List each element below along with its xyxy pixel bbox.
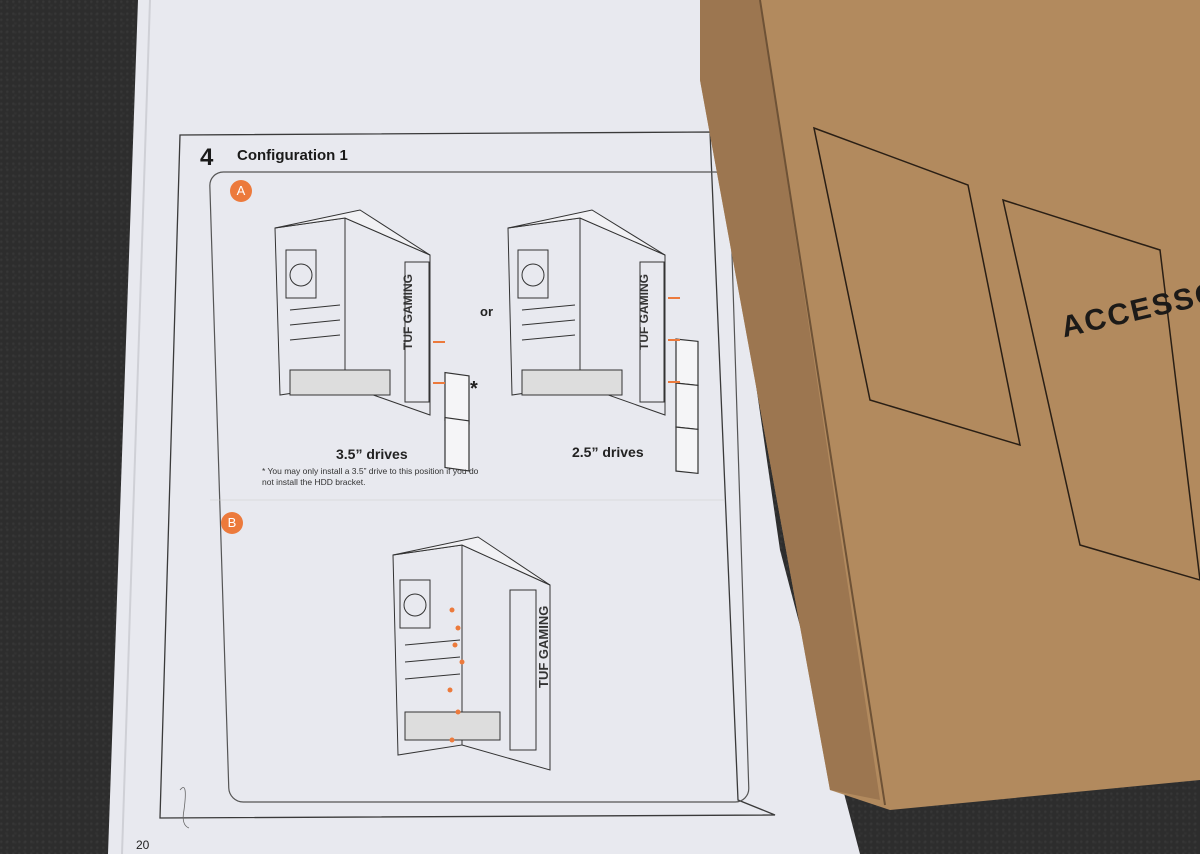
case-brand-2: TUF GAMING (637, 274, 651, 350)
or-label: or (480, 304, 493, 319)
panel-a-badge: A (230, 180, 252, 202)
footnote: * You may only install a 3.5” drive to t… (262, 466, 479, 487)
case-illustration-b (392, 536, 551, 771)
asterisk-marker: * (470, 378, 478, 400)
case-brand-3: TUF GAMING (536, 606, 551, 688)
page-edge (121, 0, 151, 854)
orange-screw-markers (447, 607, 465, 743)
orange-arrows-25 (668, 297, 680, 383)
case-brand-1: TUF GAMING (401, 274, 415, 350)
manual-page (108, 0, 860, 854)
case-illustration-35 (274, 209, 431, 416)
pencil-mark (179, 787, 190, 829)
step-title: Configuration 1 (237, 147, 348, 164)
box-outline-graphic (812, 126, 1200, 581)
orange-arrows-35 (433, 341, 445, 384)
box-side (700, 0, 880, 800)
drive-bracket-25 (675, 338, 699, 475)
page-number: 20 (136, 838, 150, 852)
panel-b-badge: B (221, 512, 243, 534)
drive-bracket-35 (444, 371, 470, 472)
case-illustration-25 (507, 209, 666, 416)
box-edge (759, 0, 886, 806)
step-number: 4 (200, 144, 214, 171)
caption-25-drives: 2.5” drives (572, 444, 644, 460)
inner-panel (209, 171, 750, 803)
outer-frame (159, 131, 776, 819)
caption-35-drives: 3.5” drives (336, 446, 408, 462)
